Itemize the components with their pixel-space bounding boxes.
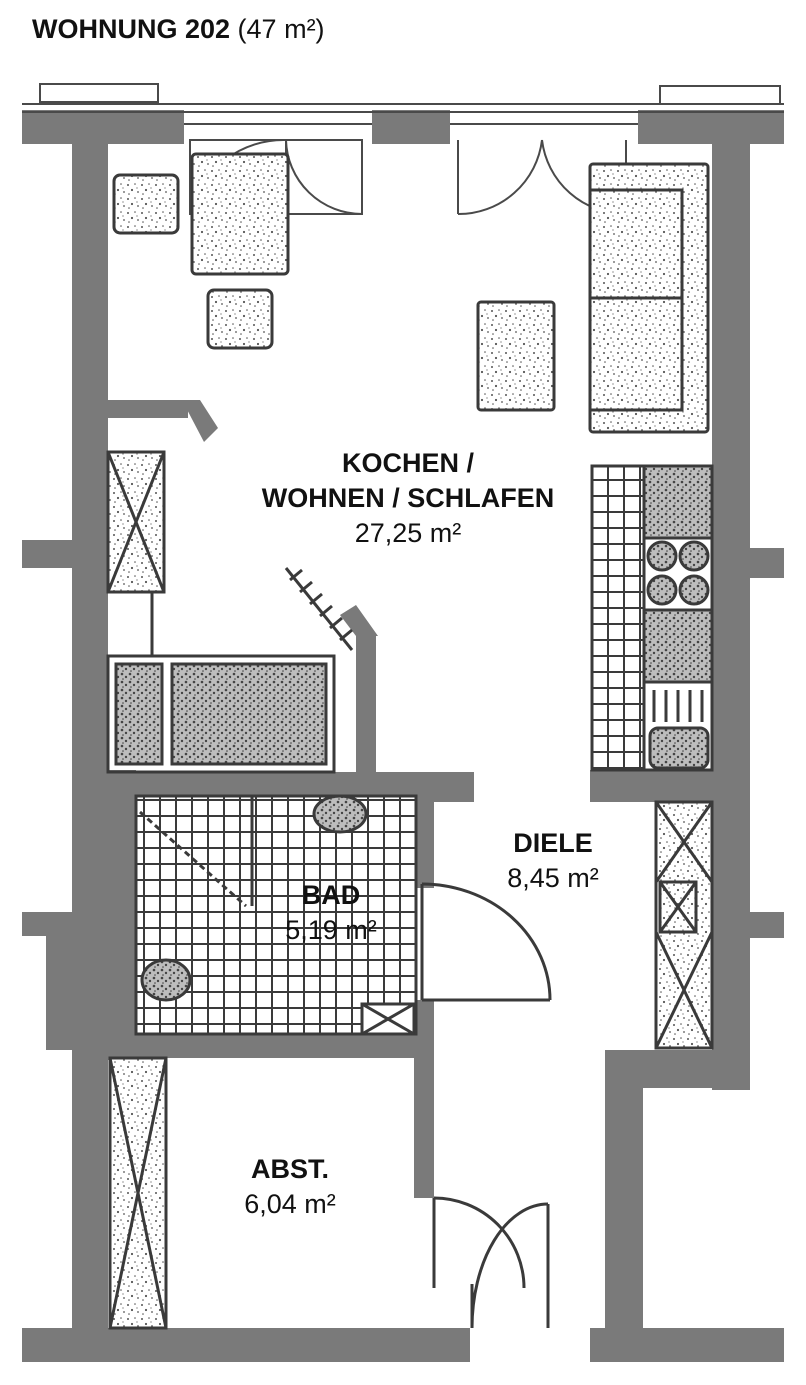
storage-door-arc [433, 1196, 526, 1289]
armchair-1 [112, 173, 180, 235]
room-name-abst: ABST. [250, 1154, 330, 1184]
bath-door-arc [421, 882, 552, 1001]
wardrobe [106, 450, 166, 656]
wall-left-stub-1 [22, 540, 72, 568]
partition-tick-5 [329, 616, 343, 630]
room-name-diele: DIELE [513, 828, 593, 858]
kitchen-sink [648, 726, 710, 770]
bed-frame [106, 654, 336, 774]
room-name-kochen-line2: WOHNEN / SCHLAFEN [261, 483, 555, 513]
wall-bath-right-upper [414, 800, 434, 888]
bed-area [106, 654, 336, 774]
balcony-door-left-arc-2 [285, 139, 363, 215]
partition-tick-6 [339, 628, 353, 642]
partition-tick-3 [309, 592, 323, 606]
windows [22, 83, 784, 125]
wall-right-lower [605, 1050, 643, 1340]
hall-shelf [658, 880, 698, 934]
toilet [140, 958, 192, 1002]
window-sill-right [659, 85, 781, 105]
wall-top-middle [372, 110, 450, 144]
wall-partition-top [340, 605, 378, 636]
kitchen-counter-2 [642, 608, 714, 684]
wall-right [712, 140, 750, 1090]
wall-left-notch [46, 930, 82, 1050]
storage-cross-2 [108, 1057, 168, 1329]
coffee-table [476, 300, 556, 412]
folding-partition [284, 567, 354, 651]
apartment-size: (47 m²) [237, 14, 325, 44]
room-label-diele: DIELE 8,45 m² [507, 826, 599, 896]
room-name-bad: BAD [301, 880, 361, 910]
hall-cross-2 [654, 801, 714, 883]
window-sill-left [39, 83, 159, 103]
room-label-kochen: KOCHEN / WOHNEN / SCHLAFEN 27,25 m² [262, 446, 555, 551]
room-label-bad: BAD 5,19 m² [285, 878, 377, 948]
hall-shelf-cross-2 [658, 881, 698, 933]
wall-left-upper [72, 140, 108, 800]
wall-bath-bottom [108, 1034, 434, 1058]
hall-wardrobe [654, 800, 714, 1050]
stove-burner-3 [646, 574, 678, 606]
wall-partition [356, 636, 376, 776]
wall-left-lower [72, 1040, 108, 1340]
wall-top-left [22, 110, 184, 144]
stove-burner-2 [678, 540, 710, 572]
kitchen-backsplash [590, 464, 646, 772]
bed-mattress [170, 662, 328, 766]
balcony-door-right-arc-1 [457, 139, 543, 216]
washbasin [312, 794, 368, 834]
wall-right-stub-1 [750, 548, 784, 578]
partition-line [284, 567, 354, 651]
wall-left-nib [108, 400, 188, 418]
wall-left-nib-end [182, 400, 218, 442]
walls [22, 110, 784, 1362]
storage-shelf [108, 1056, 168, 1330]
partition-tick-2 [299, 580, 313, 594]
nightstand [114, 662, 164, 766]
wall-bath-right-lower [414, 1000, 434, 1040]
wall-left-middle [72, 770, 136, 1060]
wall-top-right [638, 110, 784, 144]
wall-storage-right [414, 1056, 434, 1198]
kitchen [590, 464, 714, 772]
hall-cross-4 [654, 931, 714, 1049]
wardrobe-cross-2 [106, 451, 166, 593]
room-name-kochen-line1: KOCHEN / [341, 448, 474, 478]
room-area-bad: 5,19 m² [285, 915, 377, 945]
wall-bottom-left [22, 1328, 470, 1362]
plan-title: WOHNUNG 202 (47 m²) [32, 14, 325, 45]
apartment-name: WOHNUNG 202 [32, 14, 231, 44]
wall-kitchen-bottom [590, 770, 714, 802]
sofa-cushion-2 [588, 296, 684, 412]
furniture [112, 152, 710, 434]
dining-table [190, 152, 290, 276]
entry-door-arc-1 [470, 1202, 549, 1329]
room-area-diele: 8,45 m² [507, 863, 599, 893]
wall-bottom-right [590, 1328, 784, 1362]
room-label-abst: ABST. 6,04 m² [244, 1152, 336, 1222]
bath-cabinet-cross-2 [361, 1002, 415, 1036]
wall-right-stub-2 [750, 912, 784, 938]
room-area-abst: 6,04 m² [244, 1189, 336, 1219]
room-area-kochen: 27,25 m² [354, 518, 462, 548]
partition-tick-1 [289, 568, 303, 582]
partition-tick-4 [319, 604, 333, 618]
chair [206, 288, 274, 350]
bathroom [134, 794, 418, 1036]
shower-diagonal [139, 810, 247, 908]
stove-burner-4 [678, 574, 710, 606]
doors [420, 882, 552, 1329]
kitchen-counter-1 [642, 464, 714, 540]
stove-burner-1 [646, 540, 678, 572]
